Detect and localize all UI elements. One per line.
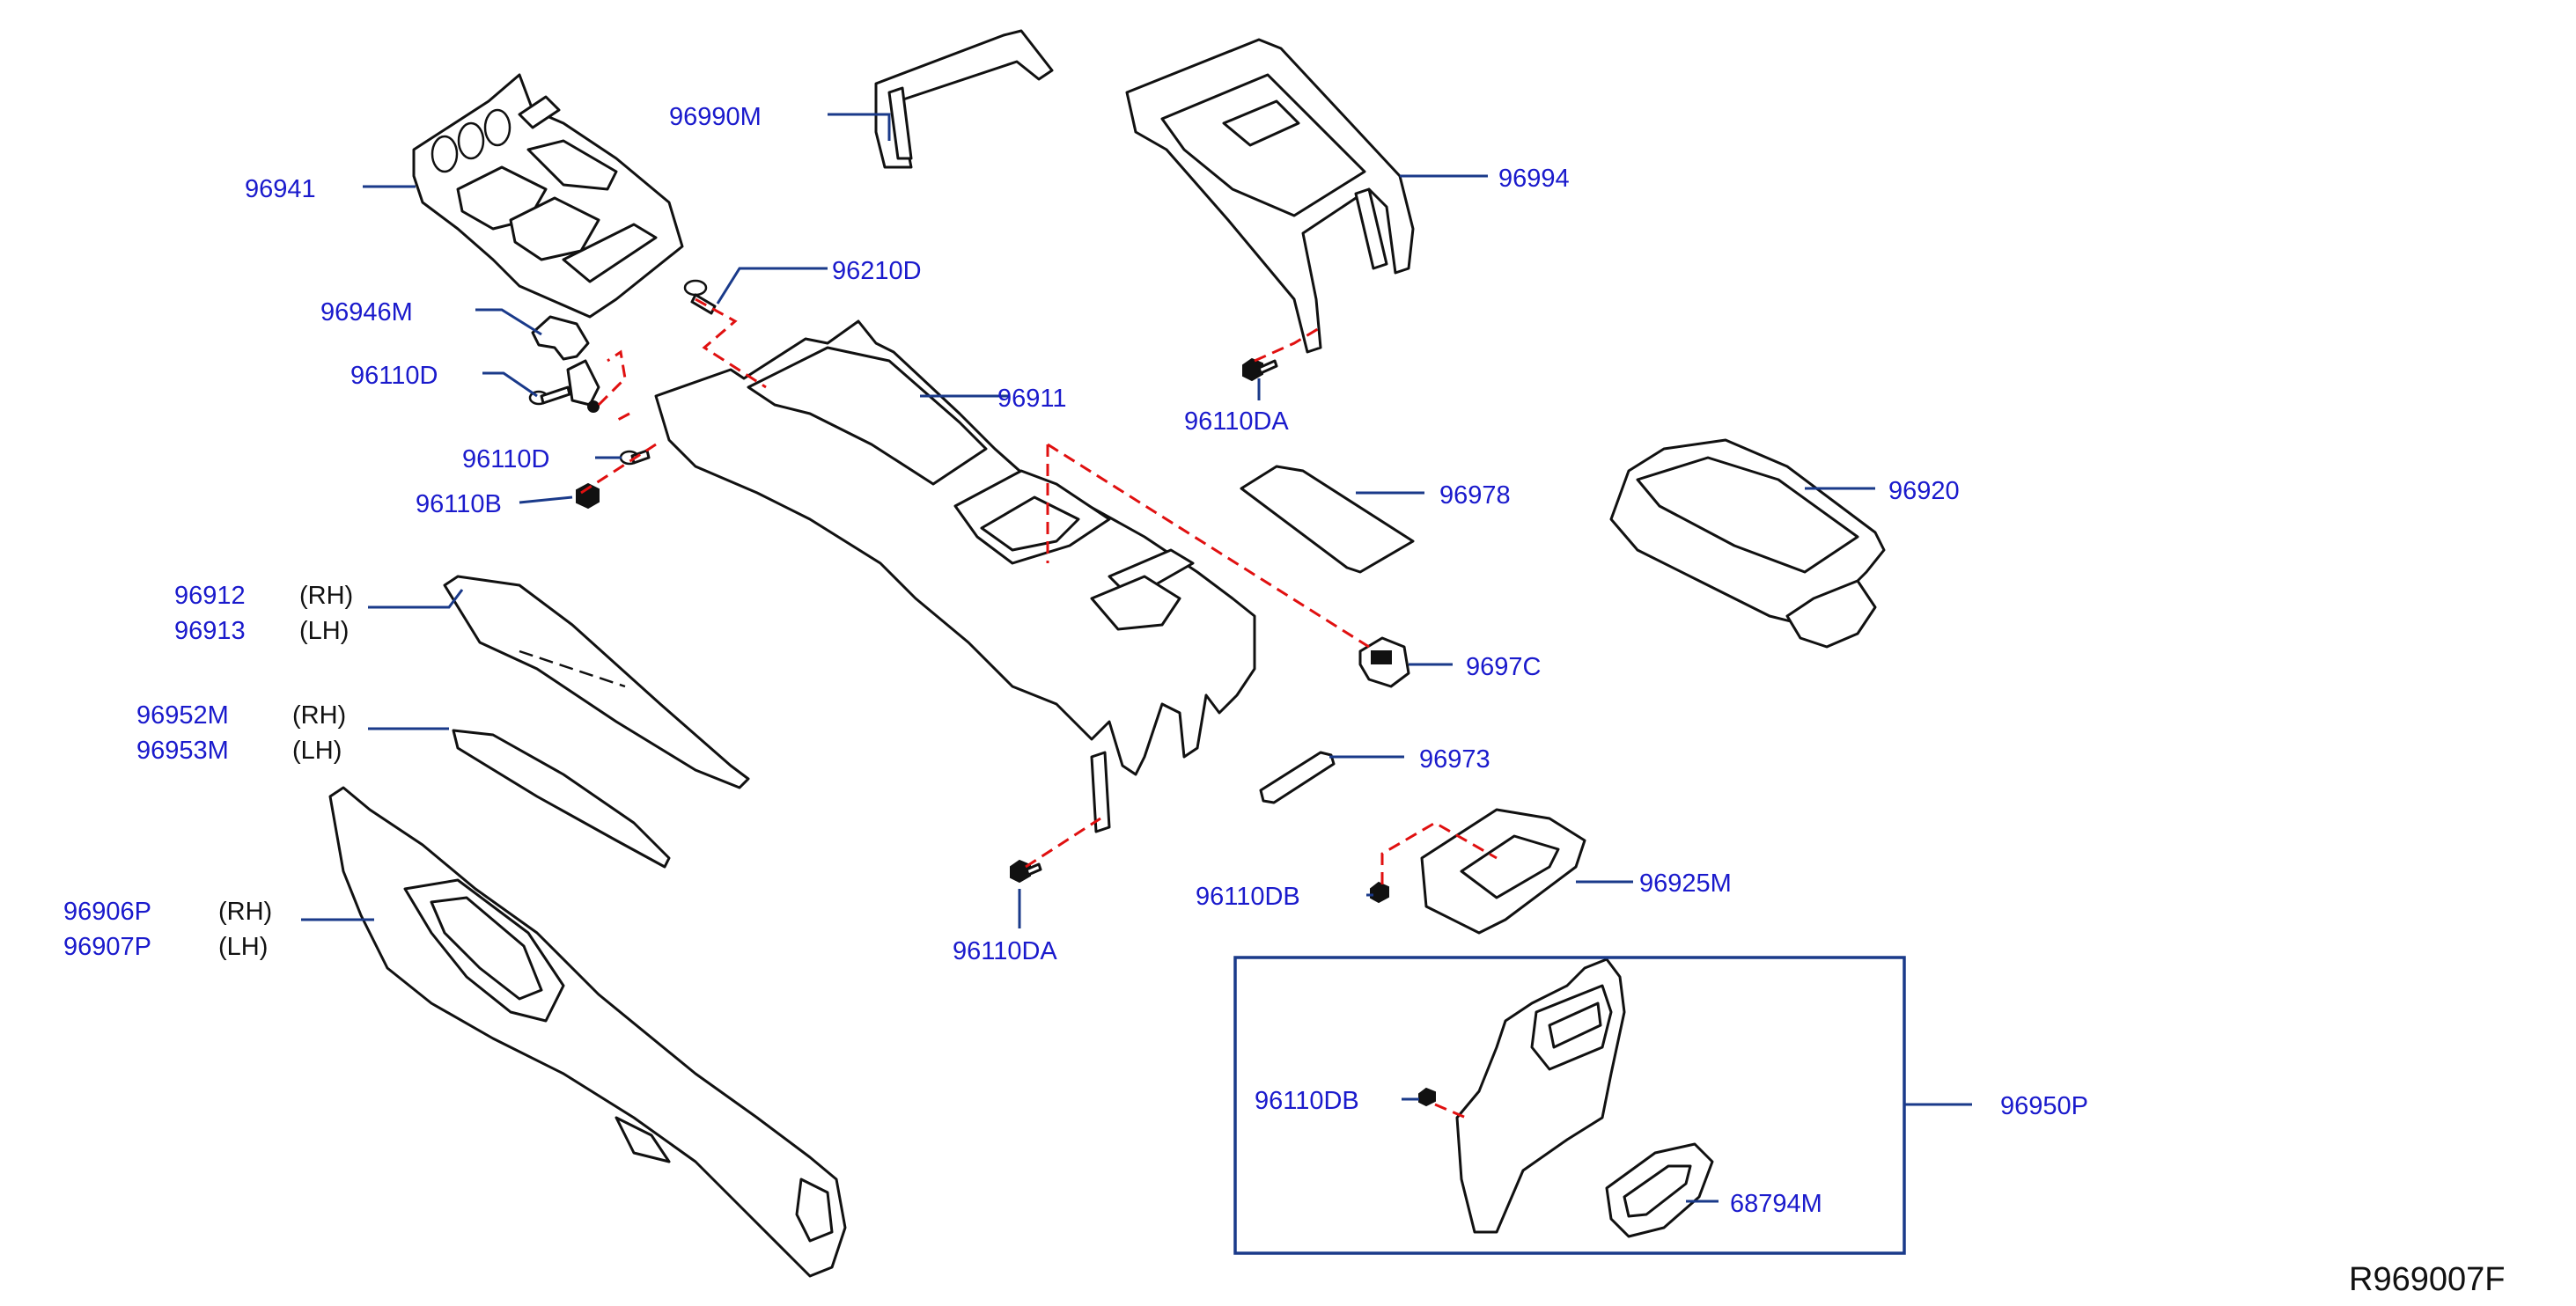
part-96912-finisher: [443, 575, 750, 789]
label-96110DA-lower[interactable]: 96110DA: [953, 937, 1057, 965]
label-96110D-lower[interactable]: 96110D: [462, 445, 549, 473]
part-96906P-side-cover: [328, 786, 847, 1278]
side-rh-96952M: (RH): [292, 701, 346, 730]
label-68794M[interactable]: 68794M: [1730, 1190, 1822, 1218]
part-96920-armrest: [1609, 438, 1886, 649]
part-96950P-rear-cover: [1455, 957, 1626, 1234]
assembly-box-96950P: [1233, 956, 1906, 1255]
label-96911[interactable]: 96911: [997, 385, 1067, 413]
label-96913[interactable]: 96913: [174, 617, 246, 645]
label-96950P[interactable]: 96950P: [2000, 1092, 2088, 1120]
hidden-lines: [580, 297, 1498, 1119]
screw-96110DA-lower: [1010, 859, 1042, 884]
side-lh-96913: (LH): [299, 617, 349, 645]
side-lh-96953M: (LH): [292, 737, 342, 765]
side-rh-96906P: (RH): [218, 898, 272, 926]
nut-96110B: [576, 482, 600, 510]
label-96210D[interactable]: 96210D: [832, 257, 922, 285]
part-68794M-vent: [1605, 1142, 1714, 1238]
label-96952M[interactable]: 96952M: [136, 701, 229, 730]
finisher-dash-outline: [519, 649, 626, 688]
screw-96110DB-upper: [1370, 881, 1389, 904]
leader-lines: [301, 113, 1972, 1203]
reference-code: R969007F: [2349, 1261, 2505, 1298]
label-96920[interactable]: 96920: [1888, 477, 1960, 505]
label-96994[interactable]: 96994: [1498, 165, 1570, 193]
label-96941[interactable]: 96941: [245, 175, 316, 203]
label-96946M[interactable]: 96946M: [320, 298, 413, 326]
side-labels: (RH) (LH) (RH) (LH) (RH) (LH): [218, 582, 353, 961]
label-96978[interactable]: 96978: [1439, 481, 1511, 510]
screw-96110DA-upper: [1242, 357, 1278, 382]
part-96925M-finisher: [1420, 808, 1586, 935]
part-96994-bracket: [1125, 38, 1415, 354]
screw-96110DB-lower: [1418, 1087, 1436, 1107]
part-96970-switch: [1358, 636, 1410, 688]
label-96110DA-upper[interactable]: 96110DA: [1184, 407, 1289, 436]
part-96911-console-body: [654, 319, 1256, 833]
label-96907P[interactable]: 96907P: [63, 933, 151, 961]
part-labels: 96990M 96994 96941 96210D 96946M 96110D …: [63, 103, 2088, 1218]
label-96906P[interactable]: 96906P: [63, 898, 151, 926]
part-96946M: [531, 315, 600, 413]
clip-96210D: [683, 279, 717, 315]
part-96973-strip: [1259, 751, 1336, 804]
label-96973[interactable]: 96973: [1419, 745, 1490, 774]
part-96990M-bracket: [874, 29, 1054, 169]
label-96110B[interactable]: 96110B: [416, 490, 502, 518]
label-96110D-upper[interactable]: 96110D: [350, 362, 438, 390]
part-96978-pad: [1240, 465, 1415, 574]
label-96970[interactable]: 9697C: [1466, 653, 1541, 681]
label-96953M[interactable]: 96953M: [136, 737, 229, 765]
label-96925M[interactable]: 96925M: [1639, 869, 1732, 898]
label-96110DB-lower[interactable]: 96110DB: [1255, 1087, 1359, 1115]
side-lh-96907P: (LH): [218, 933, 268, 961]
side-rh-96912: (RH): [299, 582, 353, 610]
part-96941-finisher: [412, 73, 684, 319]
label-96110DB-upper[interactable]: 96110DB: [1196, 883, 1300, 911]
part-96952M-molding: [452, 729, 671, 869]
label-96990M[interactable]: 96990M: [669, 103, 762, 131]
label-96912[interactable]: 96912: [174, 582, 246, 610]
